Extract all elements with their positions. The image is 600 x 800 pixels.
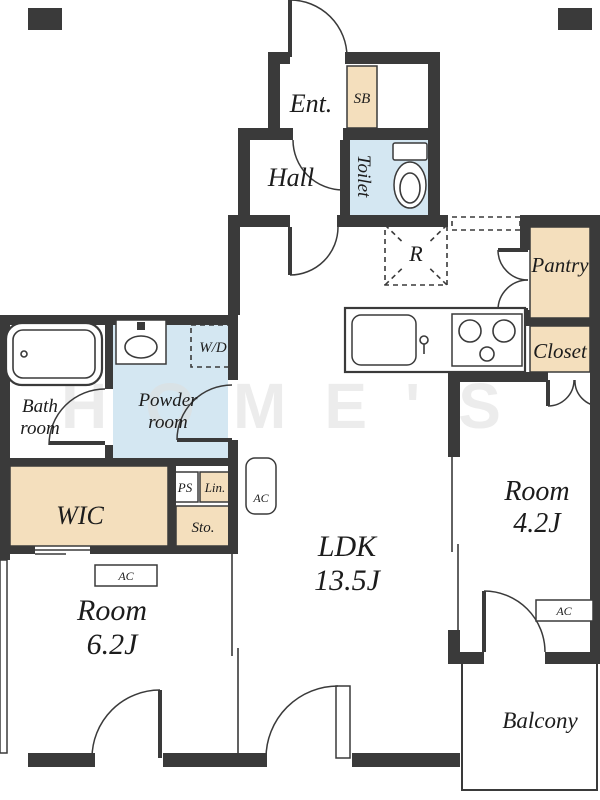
label-ac-ldk: AC: [252, 491, 269, 505]
upper-cabinet-dashed: [451, 216, 521, 231]
toilet-icon: [392, 142, 428, 209]
walls: [0, 8, 600, 767]
label-powder-2: room: [148, 412, 187, 433]
ac-unit-room6: [94, 564, 158, 587]
label-refrigerator: R: [408, 241, 423, 266]
label-hall: Hall: [267, 163, 314, 192]
ldk-door-arc: [265, 685, 351, 759]
label-washer-dryer: W/D: [199, 340, 227, 356]
ent-hall-door-arc: [292, 139, 345, 191]
label-bath-2: room: [20, 418, 59, 439]
linen-box: [199, 471, 231, 503]
storage-box: [175, 505, 231, 547]
stove-icon: [451, 313, 523, 367]
label-closet: Closet: [533, 339, 588, 363]
sliding-door-room6: [231, 554, 239, 753]
room4-balcony-door-arc: [482, 590, 546, 653]
ac-unit-ldk: [245, 457, 277, 515]
label-shoe-box: SB: [354, 91, 371, 107]
pantry-double-door-arcs: [497, 248, 529, 312]
label-pantry: Pantry: [530, 253, 589, 277]
powder-door-arc: [176, 384, 233, 442]
label-room4: Room: [503, 476, 569, 507]
room6-door-arc: [91, 689, 162, 759]
label-powder-1: Powder: [137, 390, 198, 411]
hall-ldk-door-arc: [288, 226, 339, 276]
label-linen: Lin.: [204, 480, 226, 495]
label-ldk: LDK: [317, 530, 378, 563]
sliding-door-room4: [451, 457, 459, 634]
label-bath-1: Bath: [22, 396, 58, 417]
label-storage: Sto.: [192, 520, 215, 536]
washer-dryer-box: [190, 324, 235, 368]
washbasin-icon: [115, 319, 167, 365]
bath-door-arc: [48, 388, 106, 446]
closet-double-door-arcs: [546, 379, 600, 407]
labels: Ent. SB Hall Toilet R Pantry Closet Bath…: [20, 89, 589, 733]
refrigerator-symbol: [384, 224, 448, 286]
kitchen-counter: [343, 306, 527, 374]
ac-unit-room4: [535, 599, 594, 622]
label-room6-size: 6.2J: [87, 628, 140, 661]
label-ac-room4: AC: [555, 604, 572, 618]
label-balcony: Balcony: [502, 708, 578, 733]
label-ps: PS: [177, 480, 193, 495]
label-entrance: Ent.: [289, 89, 333, 118]
bathtub-icon: [4, 321, 104, 387]
label-room4-size: 4.2J: [513, 508, 562, 539]
window-left: [0, 559, 8, 754]
entrance-door-arc: [288, 0, 348, 58]
label-ac-room6: AC: [117, 569, 134, 583]
label-room6: Room: [76, 594, 147, 627]
label-toilet: Toilet: [353, 155, 374, 198]
sink-icon: [351, 314, 429, 366]
label-ldk-size: 13.5J: [314, 564, 382, 597]
room-fills: [9, 65, 591, 547]
label-wic: WIC: [56, 501, 104, 530]
sliding-door-wic: [35, 549, 90, 555]
watermark: HOME'S: [61, 370, 539, 442]
shoe-box: [346, 65, 378, 129]
balcony-outline: [461, 656, 598, 791]
